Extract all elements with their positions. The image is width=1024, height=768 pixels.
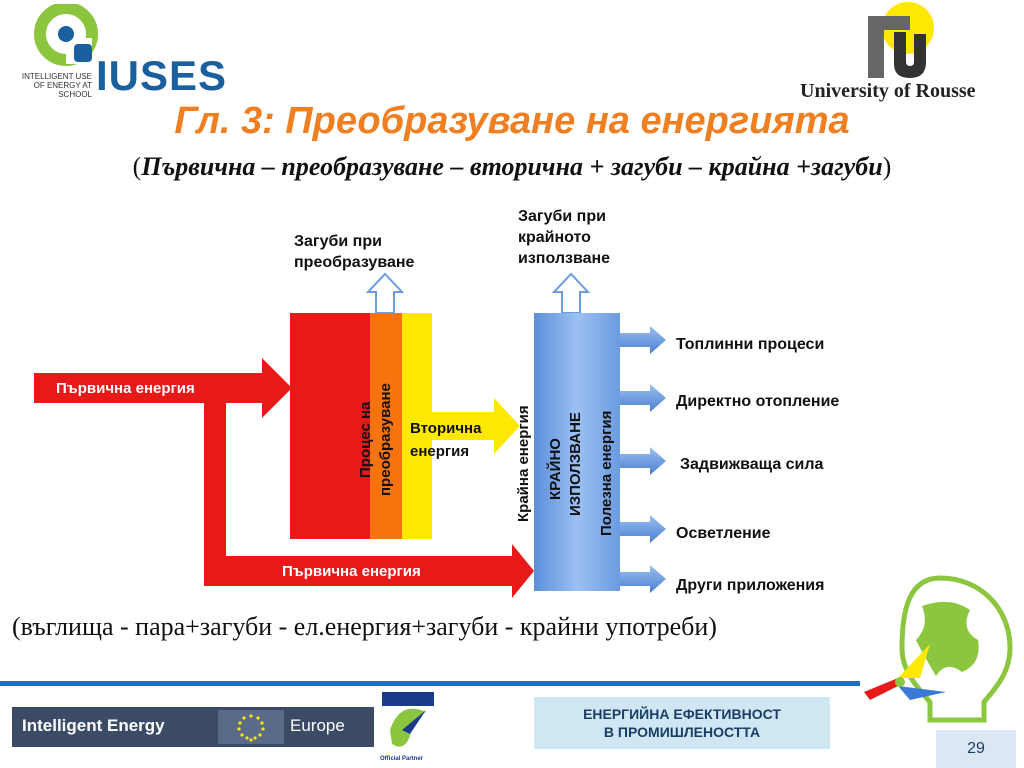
final-loss-label: Загуби при крайното използване bbox=[518, 206, 610, 269]
primary-energy-top-label: Първична енергия bbox=[56, 380, 195, 397]
conversion-loss-line-1: Загуби при bbox=[294, 233, 382, 250]
conversion-yellow-layer bbox=[402, 313, 432, 539]
output-arrow-4-icon bbox=[620, 515, 666, 543]
university-name: University of Rousse bbox=[800, 80, 976, 102]
iuses-tagline-line-1: INTELLIGENT USE bbox=[21, 72, 92, 81]
output-label-other-applications: Други приложения bbox=[676, 577, 825, 594]
example-chain-text: (въглища - пара+загуби - ел.енергия+загу… bbox=[12, 612, 717, 641]
iuses-logo-icon bbox=[34, 4, 98, 66]
output-label-direct-heating: Директно отопление bbox=[676, 393, 840, 410]
output-arrow-3-icon bbox=[620, 447, 666, 475]
subtitle-close-paren: ) bbox=[882, 152, 892, 181]
process-label-line-1: Процес на bbox=[357, 401, 374, 478]
output-arrow-5-icon bbox=[620, 565, 666, 593]
iuses-tagline-line-2: OF ENERGY AT SCHOOL bbox=[33, 81, 92, 99]
university-logo-icon bbox=[868, 2, 934, 78]
conversion-process-block bbox=[290, 313, 370, 539]
useful-energy-label: Полезна енергия bbox=[598, 411, 615, 536]
conversion-loss-arrow-icon bbox=[365, 272, 405, 314]
energy-efficiency-industry-box: ЕНЕРГИЙНА ЕФЕКТИВНОСТ В ПРОМИШЛЕНОСТТА bbox=[534, 697, 830, 749]
final-use-block bbox=[534, 313, 620, 591]
process-label-line-2: преобразуване bbox=[377, 383, 394, 496]
output-arrows bbox=[620, 326, 666, 593]
intelligent-energy-label: Intelligent Energy bbox=[22, 716, 165, 735]
final-use-label-line-2: ИЗПОЛЗВАНЕ bbox=[567, 412, 584, 516]
final-loss-arrow-icon bbox=[551, 272, 591, 314]
eu-flag-icon bbox=[218, 710, 284, 744]
intelligent-energy-europe-banner bbox=[12, 707, 374, 747]
output-label-lighting: Осветление bbox=[676, 525, 771, 542]
page-number: 29 bbox=[936, 730, 1016, 768]
iuses-brand: IUSES bbox=[96, 52, 228, 99]
final-loss-line-2: крайното bbox=[518, 229, 591, 246]
output-arrow-1-icon bbox=[620, 326, 666, 354]
europe-label: Europe bbox=[290, 716, 345, 735]
output-label-heat-processes: Топлинни процеси bbox=[676, 336, 825, 353]
page-title: Гл. 3: Преобразуване на енергията bbox=[174, 100, 850, 142]
page-subtitle: (Първична – преобразуване – вторична + з… bbox=[0, 152, 1024, 182]
conversion-orange-layer bbox=[370, 313, 402, 539]
final-use-label-line-1: КРАЙНО bbox=[546, 438, 564, 500]
conversion-loss-line-2: преобразуване bbox=[294, 254, 415, 271]
final-energy-label: Крайна енергия bbox=[515, 405, 532, 522]
efficiency-line-2: В ПРОМИШЛЕНОСТТА bbox=[603, 724, 761, 740]
globe-bulb-icon bbox=[864, 575, 1013, 723]
final-loss-line-3: използване bbox=[518, 250, 611, 267]
official-partner-logo-icon bbox=[382, 692, 434, 747]
conversion-loss-label: Загуби при преобразуване bbox=[294, 231, 414, 273]
secondary-energy-arrow bbox=[432, 398, 520, 454]
energy-flow-diagram: Първична енергия Първична енергия Процес… bbox=[34, 272, 666, 598]
primary-energy-bottom-arrow bbox=[204, 386, 534, 598]
final-loss-line-1: Загуби при bbox=[518, 208, 606, 225]
footer-divider bbox=[0, 681, 860, 686]
output-label-motive-power: Задвижваща сила bbox=[680, 456, 824, 473]
subtitle-open-paren: ( bbox=[132, 152, 142, 181]
output-arrow-2-icon bbox=[620, 384, 666, 412]
iuses-tagline: INTELLIGENT USE OF ENERGY AT SCHOOL bbox=[2, 72, 92, 99]
primary-energy-bottom-label: Първична енергия bbox=[282, 563, 421, 580]
official-partner-label: Official Partner bbox=[380, 756, 424, 762]
efficiency-line-1: ЕНЕРГИЙНА ЕФЕКТИВНОСТ bbox=[583, 706, 781, 722]
subtitle-text: Първична – преобразуване – вторична + за… bbox=[141, 152, 883, 181]
primary-energy-top-arrow bbox=[34, 358, 292, 418]
secondary-energy-label-2: енергия bbox=[410, 443, 469, 460]
secondary-energy-label-1: Вторична bbox=[410, 420, 482, 437]
